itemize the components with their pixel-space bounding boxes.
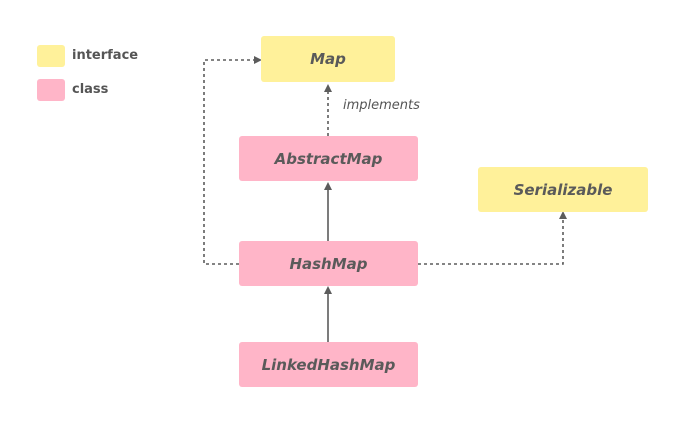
edge-hashmap-implements-serializable [418, 211, 567, 265]
legend-class-swatch [37, 79, 65, 101]
node-serializable: Serializable [478, 167, 648, 212]
node-abstract-map: AbstractMap [239, 136, 418, 181]
node-hash-map: HashMap [239, 241, 418, 286]
implements-label: implements [343, 98, 420, 113]
legend-class-label: class [72, 82, 109, 97]
legend-interface-swatch [37, 45, 65, 67]
node-linked-hash-map: LinkedHashMap [239, 342, 418, 387]
legend-interface-label: interface [72, 48, 139, 63]
node-map: Map [261, 36, 395, 82]
edge-hashmap-implements-map [203, 56, 262, 265]
